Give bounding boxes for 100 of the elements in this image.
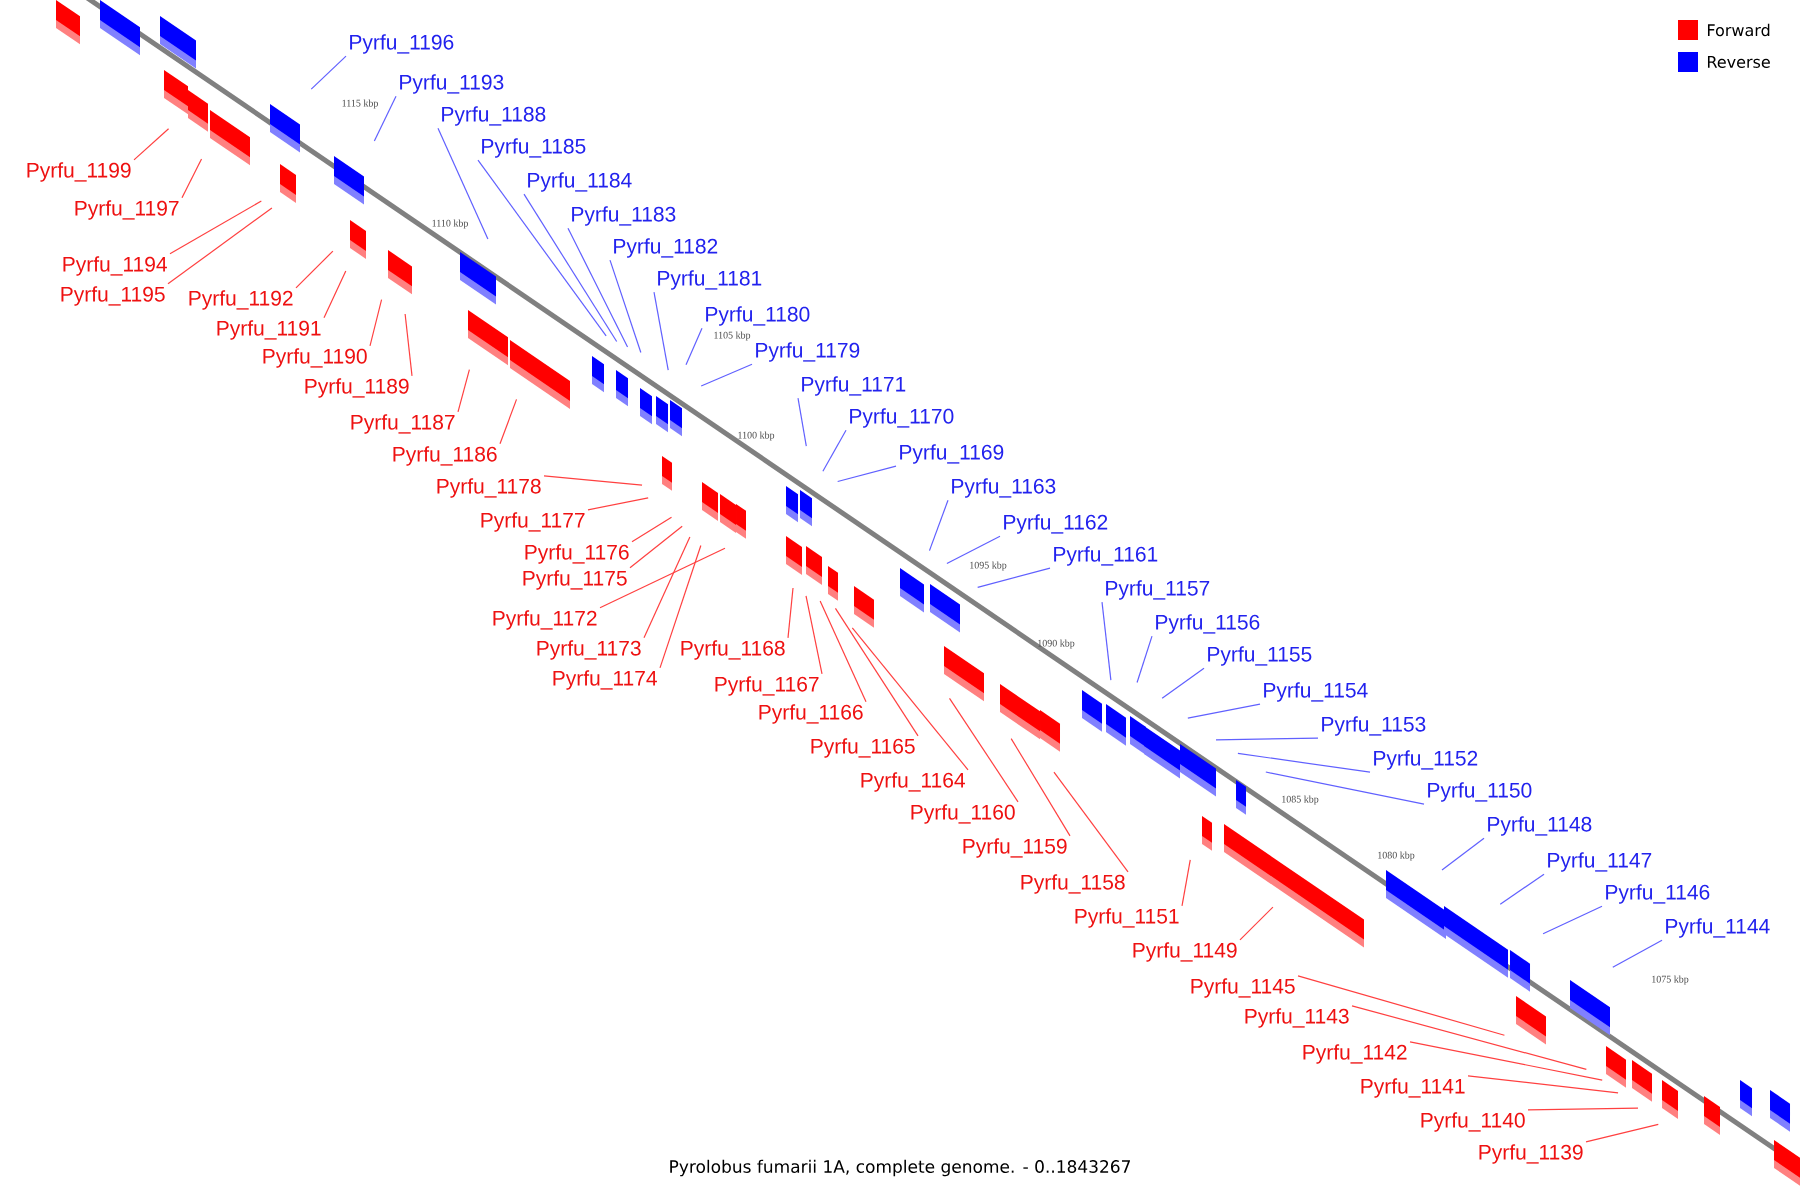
leader-line	[631, 516, 673, 543]
gene-label: Pyrfu_1139	[1479, 1144, 1583, 1164]
leader-line	[167, 207, 273, 285]
leader-line	[1441, 837, 1485, 871]
leader-line	[653, 291, 669, 371]
leader-line	[787, 587, 794, 639]
gene-label: Pyrfu_1189	[305, 378, 409, 398]
leader-line	[629, 525, 683, 569]
leader-line	[373, 95, 397, 142]
leader-line	[822, 429, 847, 472]
leader-line	[977, 567, 1051, 589]
leader-line	[1467, 1075, 1619, 1094]
gene-label: Pyrfu_1140	[1421, 1112, 1525, 1132]
leader-line	[946, 535, 1001, 565]
gene-label: Pyrfu_1163	[952, 478, 1056, 498]
leader-line	[928, 499, 949, 552]
gene-label: Pyrfu_1187	[351, 414, 455, 434]
gene-label: Pyrfu_1178	[437, 478, 541, 498]
leader-line	[1297, 975, 1505, 1036]
leader-line	[1265, 771, 1425, 805]
leader-line	[1612, 939, 1663, 968]
gene-label: Pyrfu_1166	[759, 704, 863, 724]
leader-line	[1161, 667, 1205, 699]
gene-label: Pyrfu_1154	[1264, 682, 1368, 702]
leader-line	[1053, 771, 1129, 873]
leader-line	[1215, 737, 1319, 741]
gene-label: Pyrfu_1177	[481, 512, 585, 532]
gene-label: Pyrfu_1148	[1488, 816, 1592, 836]
gene-label: Pyrfu_1159	[963, 838, 1067, 858]
leader-line	[819, 600, 867, 703]
leader-line	[477, 159, 607, 337]
gene-label: Pyrfu_1171	[802, 376, 906, 396]
gene-label: Pyrfu_1162	[1004, 514, 1108, 534]
leader-line	[599, 547, 726, 609]
gene-label: Pyrfu_1164	[861, 772, 965, 792]
legend-label: Reverse	[1708, 56, 1770, 68]
gene-label: Pyrfu_1181	[658, 270, 762, 290]
leader-line	[310, 55, 347, 90]
gene-label: Pyrfu_1141	[1361, 1078, 1465, 1098]
leader-line	[1237, 752, 1371, 773]
leader-line	[543, 475, 643, 486]
leader-line	[1010, 737, 1071, 837]
gene-label: Pyrfu_1167	[715, 676, 819, 696]
leader-line	[805, 595, 823, 675]
gene-label: Pyrfu_1152	[1374, 750, 1478, 770]
leader-line	[1239, 906, 1274, 941]
leader-line	[169, 200, 262, 255]
leader-line	[1187, 703, 1261, 719]
gene-label: Pyrfu_1150	[1428, 782, 1532, 802]
gene-label: Pyrfu_1190	[263, 348, 367, 368]
leader-line	[457, 369, 470, 413]
legend-label: Forward	[1708, 23, 1770, 37]
gene-label: Pyrfu_1160	[911, 804, 1015, 824]
leader-line	[1585, 1123, 1659, 1143]
gene-label: Pyrfu_1185	[482, 138, 586, 158]
caption: Pyrolobus fumarii 1A, complete genome. - 0..1843267	[670, 1159, 1130, 1177]
leader-line	[181, 158, 203, 199]
gene-label: Pyrfu_1192	[189, 290, 293, 310]
gene-label: Pyrfu_1195	[61, 286, 165, 306]
leader-line	[643, 536, 691, 639]
gene-label: Pyrfu_1155	[1208, 646, 1312, 666]
leader-line	[1351, 1005, 1587, 1070]
gene-label: Pyrfu_1144	[1666, 918, 1770, 938]
leader-line	[834, 607, 919, 737]
leader-line	[1101, 601, 1112, 681]
leader-line	[1542, 905, 1603, 935]
leader-line	[437, 127, 489, 240]
gene-label: Pyrfu_1179	[756, 342, 860, 362]
gene-label: Pyrfu_1188	[442, 106, 546, 126]
gene-label: Pyrfu_1172	[493, 610, 597, 630]
gene-label: Pyrfu_1153	[1322, 716, 1426, 736]
gene-label: Pyrfu_1142	[1303, 1044, 1407, 1064]
gene-label: Pyrfu_1146	[1606, 884, 1710, 904]
gene-label: Pyrfu_1182	[614, 238, 718, 258]
leader-line	[1527, 1107, 1639, 1111]
gene-label: Pyrfu_1194	[63, 256, 167, 276]
leader-line	[369, 299, 383, 347]
leader-line	[1499, 873, 1545, 905]
leader-line	[837, 465, 897, 483]
gene-label: Pyrfu_1161	[1054, 546, 1158, 566]
gene-label: Pyrfu_1174	[553, 670, 657, 690]
gene-label: Pyrfu_1176	[525, 544, 629, 564]
leader-line	[851, 627, 969, 771]
gene-label: Pyrfu_1193	[400, 74, 504, 94]
gene-label: Pyrfu_1168	[681, 640, 785, 660]
gene-label: Pyrfu_1183	[572, 206, 676, 226]
leader-line	[1181, 859, 1191, 907]
gene-label: Pyrfu_1147	[1548, 852, 1652, 872]
leader-line	[587, 497, 649, 511]
gene-label: Pyrfu_1143	[1245, 1008, 1349, 1028]
gene-label: Pyrfu_1199	[27, 162, 131, 182]
leader-line	[523, 193, 618, 343]
leader-line	[404, 313, 413, 377]
leader-line	[797, 397, 807, 447]
leader-line	[659, 544, 702, 669]
gene-label: Pyrfu_1145	[1191, 978, 1295, 998]
leader-line	[609, 259, 642, 354]
gene-label: Pyrfu_1186	[393, 446, 497, 466]
gene-label: Pyrfu_1175	[523, 570, 627, 590]
gene-label: Pyrfu_1151	[1075, 908, 1179, 928]
